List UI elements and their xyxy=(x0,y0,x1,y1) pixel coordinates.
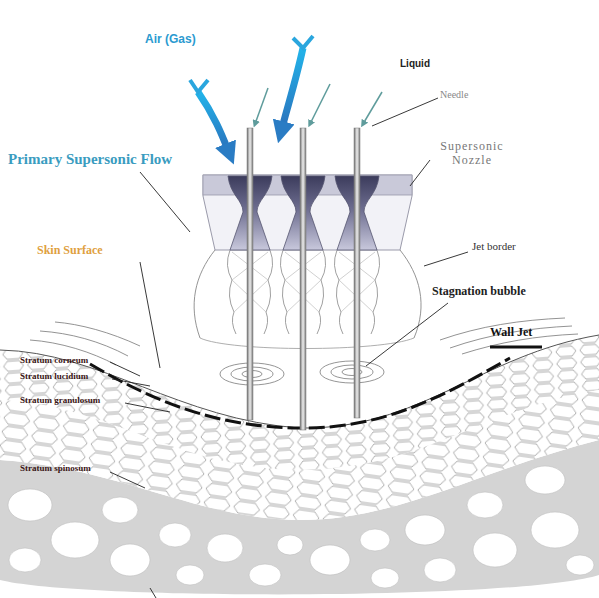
leader-line xyxy=(366,303,448,366)
jet-border-label: Jet border xyxy=(472,240,516,253)
fat-cell xyxy=(405,515,445,545)
leader-line xyxy=(372,98,438,126)
liquid-arrow xyxy=(310,84,330,124)
wall-jet-label: Wall Jet xyxy=(490,326,532,340)
layer-label: Stratum granulosum xyxy=(20,395,100,405)
flow-label: Primary Supersonic Flow xyxy=(8,151,172,168)
leader-line xyxy=(112,379,150,386)
gas-label: Air (Gas) xyxy=(145,33,196,47)
stagnation-label: Stagnation bubble xyxy=(432,285,526,299)
fat-cell xyxy=(102,497,138,523)
fat-cell xyxy=(207,534,243,562)
gas-arrow xyxy=(198,92,228,150)
needle xyxy=(354,128,360,418)
fat-cell xyxy=(360,529,390,551)
fat-cell xyxy=(8,489,52,521)
leader-line xyxy=(150,588,156,598)
liquid-arrow xyxy=(363,92,382,124)
nozzle-block xyxy=(203,175,412,250)
layer-label: Stratum spinosum xyxy=(20,463,91,473)
fat-cell xyxy=(467,492,503,518)
jet-envelope xyxy=(194,250,215,338)
wall-jet-line xyxy=(40,331,128,356)
swirl xyxy=(331,365,373,379)
gas-arrow-tail xyxy=(293,36,313,48)
skin-surface-line xyxy=(0,335,599,428)
leader-line xyxy=(125,403,170,412)
wall-jet-underline xyxy=(490,346,542,349)
fat-cell xyxy=(531,512,579,548)
needle xyxy=(247,128,253,420)
liquid-label: Liquid xyxy=(400,58,430,70)
fat-cell xyxy=(310,545,350,575)
stratum-spinosum-layer xyxy=(0,390,599,520)
leader-line xyxy=(110,362,140,376)
fat-cell xyxy=(566,555,594,575)
leader-line xyxy=(410,160,430,186)
gas-arrow xyxy=(282,48,303,128)
stagnation-outline xyxy=(200,338,414,349)
jet-envelope xyxy=(400,250,421,338)
surface-label: Skin Surface xyxy=(37,244,103,258)
needle xyxy=(300,128,306,430)
leader-line xyxy=(140,172,190,232)
fat-cell xyxy=(110,544,150,576)
nozzle-label: Supersonic Nozzle xyxy=(426,140,518,168)
gas-arrow-tail xyxy=(190,80,208,92)
needle-label: Needle xyxy=(440,89,468,101)
leader-line xyxy=(140,262,160,368)
layer-label: Stratum lucidium xyxy=(20,371,88,381)
fat-cell xyxy=(51,522,99,558)
leader-lines xyxy=(110,98,468,598)
fat-cell xyxy=(424,558,456,582)
layer-label: Stratum corneum xyxy=(20,355,88,365)
leader-line xyxy=(424,252,468,266)
fat-cell xyxy=(371,568,399,588)
fat-cell xyxy=(159,523,191,547)
swirl xyxy=(320,361,384,383)
fat-cell xyxy=(473,533,517,567)
fat-cell xyxy=(176,565,204,585)
fat-cell xyxy=(277,535,303,555)
fat-cell xyxy=(525,466,565,494)
liquid-arrow xyxy=(255,88,268,124)
wall-jet-line xyxy=(450,326,572,348)
fat-cell xyxy=(9,548,41,572)
fat-cell xyxy=(249,564,281,586)
leader-line xyxy=(110,472,145,488)
